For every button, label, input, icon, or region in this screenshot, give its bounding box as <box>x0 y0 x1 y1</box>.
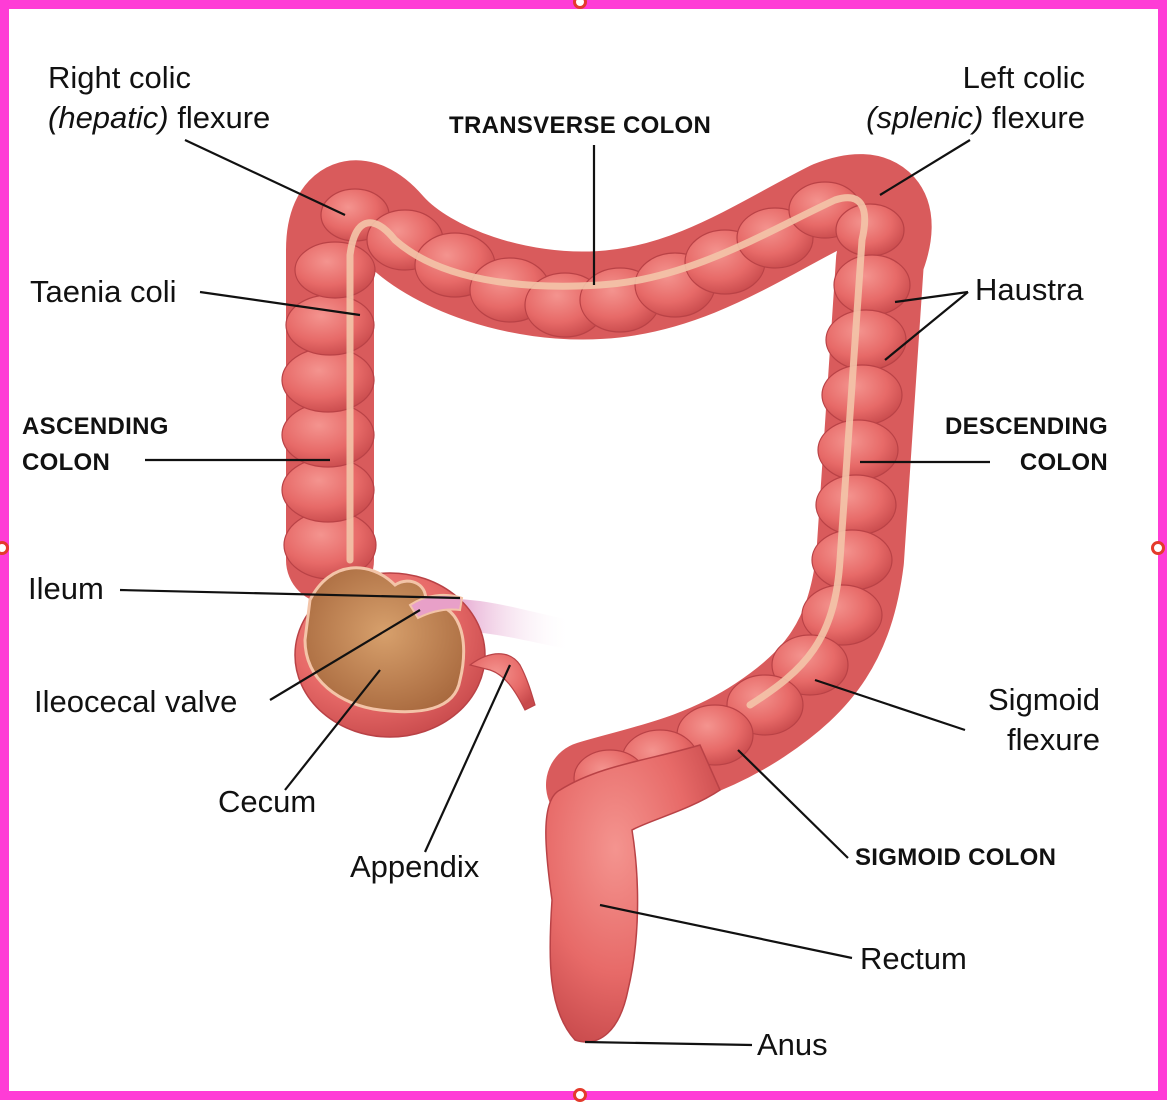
label-appendix: Appendix <box>350 847 479 887</box>
haustrum-bulge <box>826 310 906 370</box>
label-cecum: Cecum <box>218 782 316 822</box>
label-sigmoid-flexure-line1: Sigmoid <box>900 680 1100 720</box>
label-ascending-line1: ASCENDING <box>22 409 169 445</box>
haustrum-bulge <box>295 242 375 298</box>
haustrum-bulge <box>286 295 374 355</box>
label-sigmoid-flexure: Sigmoid flexure <box>900 680 1100 760</box>
label-descending-line2: COLON <box>880 445 1108 481</box>
label-left-colic-rest: flexure <box>983 100 1085 135</box>
haustrum-bulge <box>834 255 910 315</box>
haustrum-bulge <box>836 204 904 256</box>
haustrum-bulge <box>816 475 896 535</box>
resize-handle-right[interactable] <box>1151 541 1165 555</box>
label-right-colic-flexure: Right colic (hepatic) flexure <box>48 58 270 138</box>
label-transverse-colon: TRANSVERSE COLON <box>449 108 711 144</box>
label-ascending-line2: COLON <box>22 445 169 481</box>
haustrum-bulge <box>812 530 892 590</box>
leader-sigmoid-colon <box>738 750 848 858</box>
leader-rectum <box>600 905 852 958</box>
label-ileocecal-valve: Ileocecal valve <box>34 682 237 722</box>
label-anus: Anus <box>757 1025 828 1065</box>
label-ileum: Ileum <box>28 569 104 609</box>
label-rectum: Rectum <box>860 939 967 979</box>
label-ascending-colon: ASCENDING COLON <box>22 409 169 481</box>
label-right-colic-italic: (hepatic) <box>48 100 169 135</box>
label-right-colic-rest: flexure <box>169 100 271 135</box>
label-left-colic-flexure: Left colic (splenic) flexure <box>825 58 1085 138</box>
haustrum-bulge <box>282 458 374 522</box>
label-descending-line1: DESCENDING <box>880 409 1108 445</box>
label-taenia-coli: Taenia coli <box>30 272 176 312</box>
haustrum-bulge <box>282 403 374 467</box>
label-right-colic-line1: Right colic <box>48 58 270 98</box>
leader-anus <box>585 1042 752 1045</box>
label-left-colic-italic: (splenic) <box>866 100 983 135</box>
label-sigmoid-colon: SIGMOID COLON <box>855 840 1056 876</box>
haustrum-bulge <box>282 348 374 412</box>
label-right-colic-line2: (hepatic) flexure <box>48 98 270 138</box>
rectum-shape <box>546 745 720 1042</box>
label-haustra: Haustra <box>975 270 1084 310</box>
label-left-colic-line1: Left colic <box>825 58 1085 98</box>
label-left-colic-line2: (splenic) flexure <box>825 98 1085 138</box>
label-descending-colon: DESCENDING COLON <box>880 409 1108 481</box>
label-sigmoid-flexure-line2: flexure <box>900 720 1100 760</box>
